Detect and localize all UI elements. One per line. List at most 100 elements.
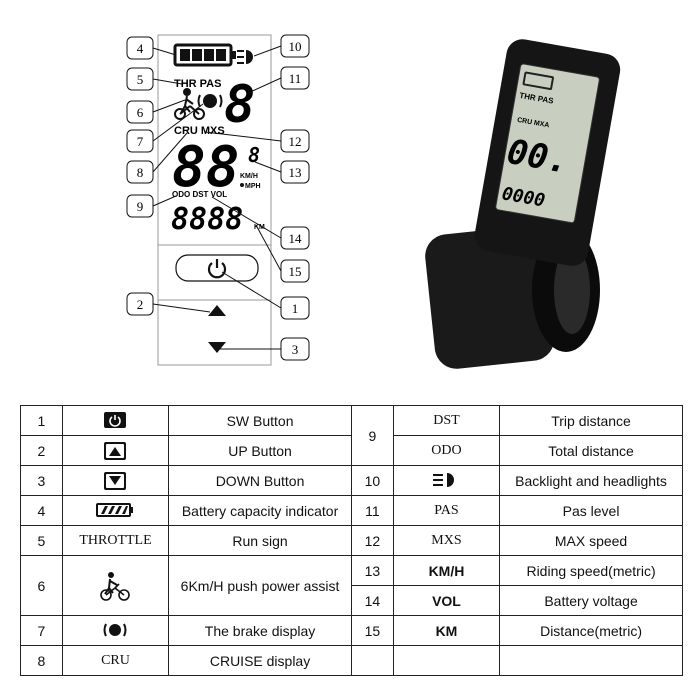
callout-number: 3 xyxy=(292,342,299,357)
row-number: 5 xyxy=(20,525,63,556)
callout-number: 13 xyxy=(289,165,302,180)
leader-lines xyxy=(152,45,282,350)
row-number: 7 xyxy=(20,615,63,646)
lcd-kmh: KM/H xyxy=(240,173,258,180)
row-number: 4 xyxy=(20,495,63,526)
callout-number: 9 xyxy=(137,199,144,214)
callout-box xyxy=(280,160,310,184)
row-number: 15 xyxy=(350,615,394,646)
battery-icon xyxy=(96,503,134,518)
lcd-pas-digit: 8 xyxy=(224,75,255,135)
callout-number: 6 xyxy=(137,105,144,120)
power-icon xyxy=(104,412,127,429)
callout-box xyxy=(126,67,154,91)
symbol-cell: DST xyxy=(392,405,501,436)
description: The brake display xyxy=(168,615,352,646)
lcd-mph: MPH xyxy=(245,183,261,190)
callout-number: 2 xyxy=(137,297,144,312)
row-number: 12 xyxy=(350,525,394,556)
description: Riding speed(metric) xyxy=(499,555,683,586)
callout-box xyxy=(126,292,154,316)
callout-box xyxy=(126,129,154,153)
row-number: 6 xyxy=(20,555,63,616)
device-screen xyxy=(495,63,600,224)
description: Run sign xyxy=(168,525,352,556)
description: Pas level xyxy=(499,495,683,526)
down-button[interactable] xyxy=(208,342,226,353)
lcd-trip-digits: 8888 xyxy=(171,202,243,237)
row-number: 9 xyxy=(350,405,394,466)
table-row: 1 SW Button 9 DST Trip distance xyxy=(20,405,683,466)
callout-box xyxy=(280,129,310,153)
row-number: 3 xyxy=(20,465,63,496)
symbol-cell: ODO xyxy=(392,435,501,466)
description: CRUISE display xyxy=(168,645,352,676)
symbol-cell: THROTTLE xyxy=(61,525,170,556)
callout-number: 11 xyxy=(289,71,302,86)
power-button[interactable] xyxy=(175,254,259,282)
lcd-speed-digits: 88 xyxy=(172,135,239,200)
mph-dot xyxy=(240,183,244,187)
symbol-cell: CRU xyxy=(61,645,170,676)
description: Total distance xyxy=(499,435,683,466)
icon-cell xyxy=(61,435,170,466)
description xyxy=(499,645,683,676)
symbol-cell: VOL xyxy=(392,585,501,616)
icon-cell xyxy=(61,495,170,526)
lcd-thr-pas: THR PAS xyxy=(174,78,221,90)
headlight-icon xyxy=(433,473,455,488)
callout-labels: 4 10 5 11 6 7 12 8 13 9 14 15 2 1 3 xyxy=(126,34,310,361)
callout-number: 8 xyxy=(137,165,144,180)
symbol-cell: MXS xyxy=(392,525,501,556)
table-row: 5 THROTTLE Run sign 12 MXS MAX speed xyxy=(20,525,683,556)
lcd-km: KM xyxy=(254,224,265,231)
icon-cell xyxy=(61,405,170,436)
callout-number: 12 xyxy=(289,134,302,149)
callout-number: 4 xyxy=(137,41,144,56)
description: Backlight and headlights xyxy=(499,465,683,496)
description: Battery capacity indicator xyxy=(168,495,352,526)
callout-box xyxy=(280,226,310,250)
table-row: 7 The brake display 15 KM Distance(metri… xyxy=(20,615,683,646)
callout-box xyxy=(280,66,310,90)
callout-number: 5 xyxy=(137,72,144,87)
up-arrow-icon xyxy=(104,441,127,460)
callout-box xyxy=(280,34,310,58)
callout-number: 14 xyxy=(289,231,303,246)
row-number: 1 xyxy=(20,405,63,436)
callout-box xyxy=(126,194,154,218)
description: 6Km/H push power assist xyxy=(168,555,352,616)
icon-cell xyxy=(61,555,170,616)
row-number xyxy=(350,645,394,676)
description: Battery voltage xyxy=(499,585,683,616)
callout-box xyxy=(126,100,154,124)
callout-number: 15 xyxy=(289,264,302,279)
battery-icon xyxy=(173,43,236,67)
table-row: 8 CRU CRUISE display xyxy=(20,645,683,676)
row-number: 10 xyxy=(350,465,394,496)
callout-box xyxy=(126,36,154,60)
down-arrow-icon xyxy=(104,471,127,490)
description: MAX speed xyxy=(499,525,683,556)
table-row: 14 VOL Battery voltage xyxy=(21,585,683,616)
brake-icon xyxy=(103,623,127,637)
symbol-cell: PAS xyxy=(392,495,501,526)
lcd-odo-dst-vol: ODO DST VOL xyxy=(172,190,227,199)
description: DOWN Button xyxy=(168,465,352,496)
legend-table: 1 SW Button 9 DST Trip distance 2 UP But… xyxy=(20,405,683,676)
row-number: 13 xyxy=(350,555,394,586)
display-diagram: THR PAS 8 CRU MXS 88 8 KM/H MPH ODO DST … xyxy=(126,34,621,369)
callout-number: 1 xyxy=(292,301,299,316)
icon-cell xyxy=(61,615,170,646)
icon-cell xyxy=(61,465,170,496)
callout-number: 10 xyxy=(289,39,302,54)
icon-cell xyxy=(392,465,501,496)
power-icon xyxy=(207,262,227,279)
up-button[interactable] xyxy=(208,305,226,316)
clamp-hole xyxy=(554,246,590,334)
description: Trip distance xyxy=(499,405,683,436)
row-number: 11 xyxy=(350,495,394,526)
table-row: 6 6Km/H push power assist 13 KM/H Riding… xyxy=(20,555,683,616)
symbol-cell xyxy=(392,645,501,676)
table-row: 2 UP Button ODO Total distance xyxy=(20,435,683,466)
